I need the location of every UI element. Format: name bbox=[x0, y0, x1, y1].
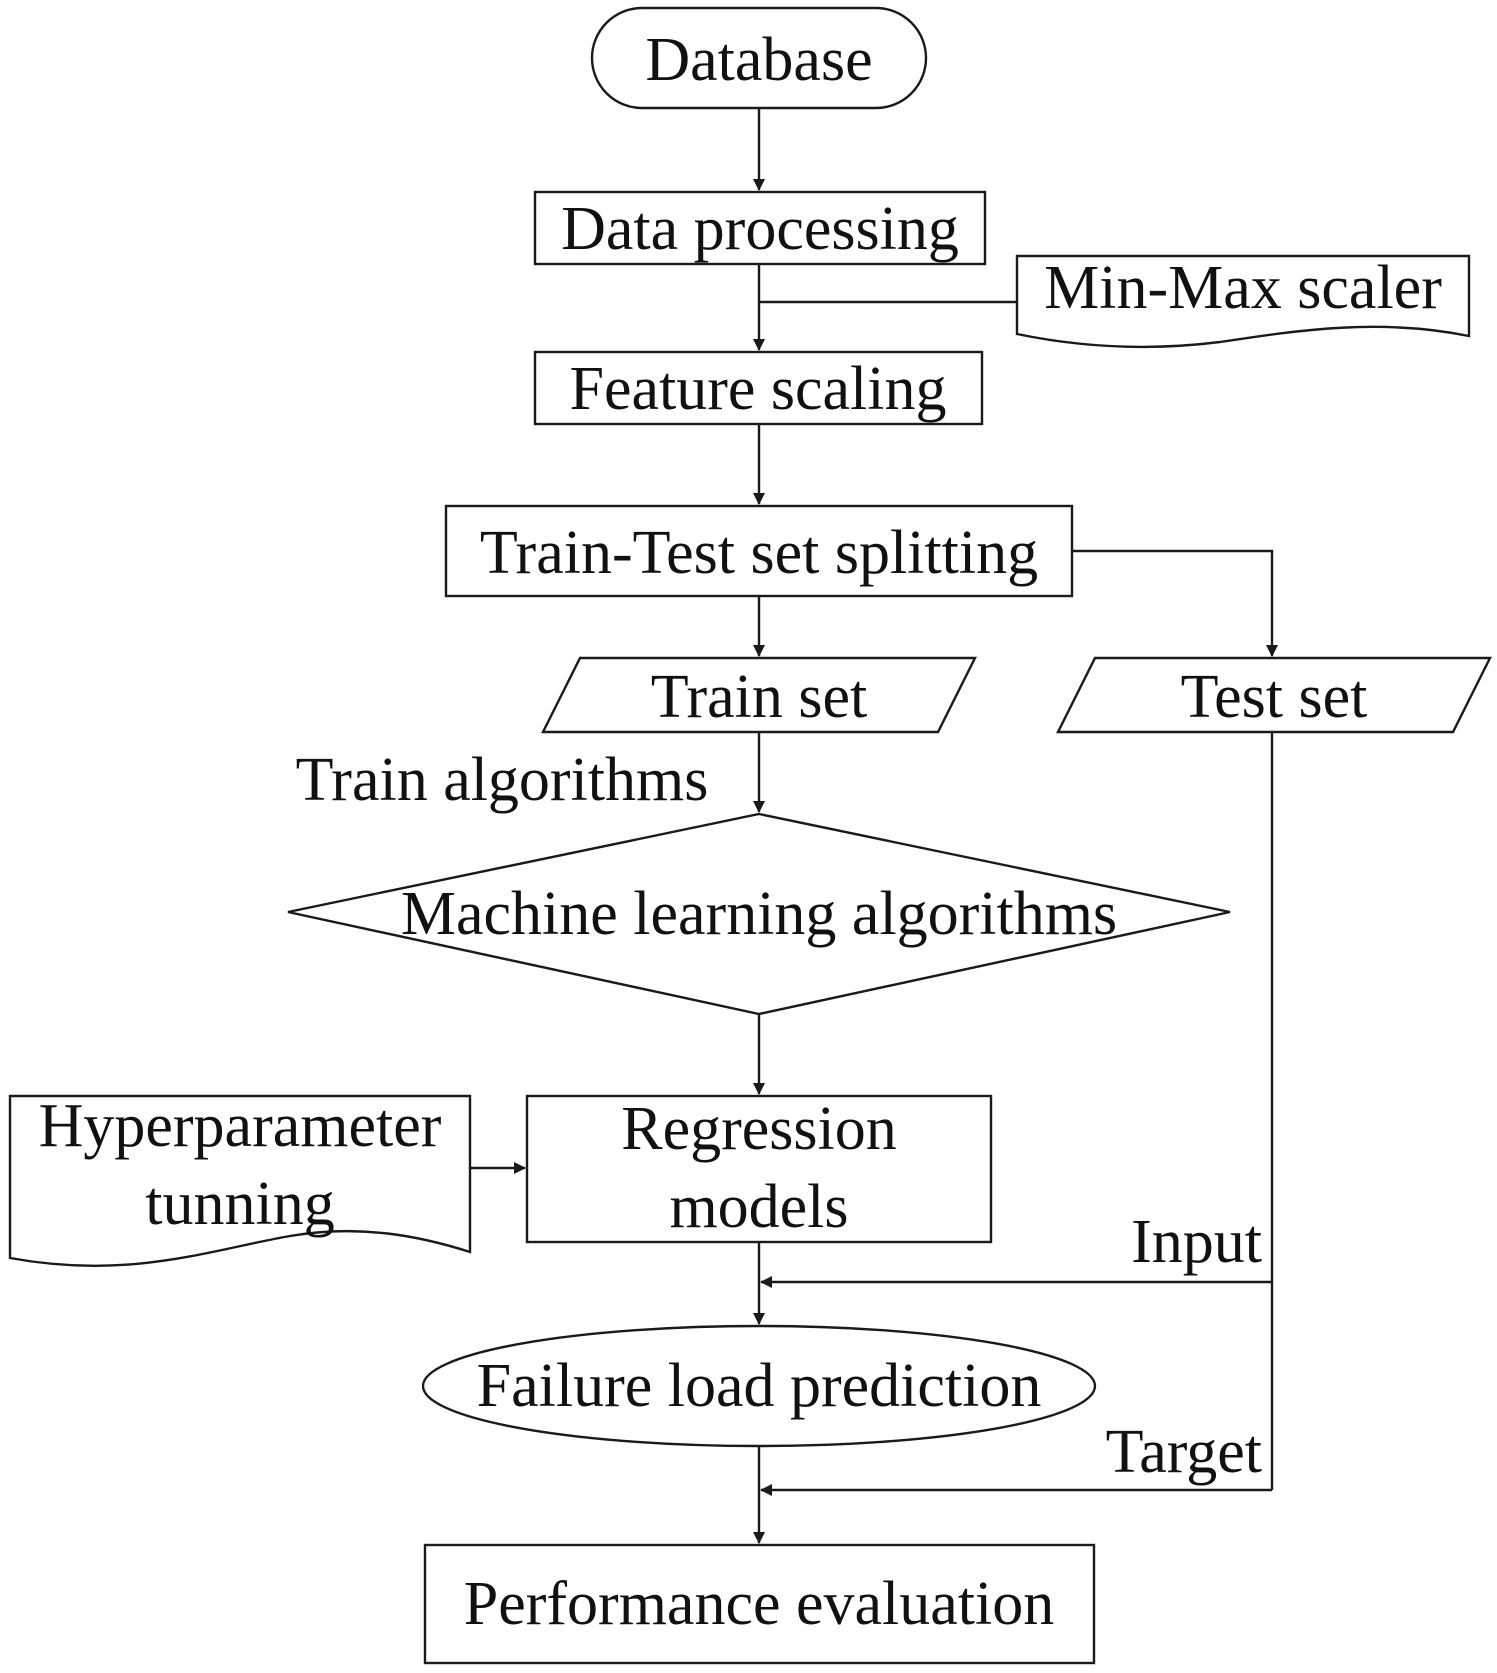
regression-label-line2: models bbox=[669, 1173, 848, 1241]
feature-scaling-label: Feature scaling bbox=[569, 355, 946, 423]
performance-evaluation-label: Performance evaluation bbox=[464, 1570, 1054, 1638]
arrow-split-to-test-set bbox=[1072, 549, 1278, 657]
data-processing-label: Data processing bbox=[561, 195, 959, 263]
test-set-parallelogram bbox=[1056, 656, 1492, 734]
ml-algorithms-label: Machine learning algorithms bbox=[401, 880, 1117, 948]
regression-label-line1: Regression bbox=[621, 1095, 897, 1163]
performance-evaluation-box bbox=[423, 1543, 1096, 1665]
database-label: Database bbox=[645, 26, 872, 94]
feature-scaling-box bbox=[533, 350, 984, 426]
input-label: Input bbox=[1131, 1208, 1262, 1276]
data-processing-box bbox=[533, 190, 987, 266]
hyperparameter-document bbox=[8, 1094, 472, 1267]
train-set-label: Train set bbox=[651, 663, 867, 731]
test-set-label: Test set bbox=[1181, 663, 1368, 731]
regression-models-box bbox=[525, 1094, 993, 1244]
train-test-split-label: Train-Test set splitting bbox=[480, 519, 1038, 587]
train-test-split-box bbox=[444, 504, 1074, 598]
train-algorithms-label: Train algorithms bbox=[296, 746, 709, 814]
failure-load-prediction-label: Failure load prediction bbox=[477, 1352, 1042, 1420]
hyperparameter-label-line1: Hyperparameter bbox=[39, 1092, 442, 1160]
min-max-scaler-document bbox=[1015, 254, 1471, 349]
target-label: Target bbox=[1106, 1418, 1262, 1486]
hyperparameter-label-line2: tunning bbox=[145, 1170, 334, 1238]
min-max-scaler-label: Min-Max scaler bbox=[1044, 254, 1442, 322]
train-set-parallelogram bbox=[541, 656, 977, 734]
